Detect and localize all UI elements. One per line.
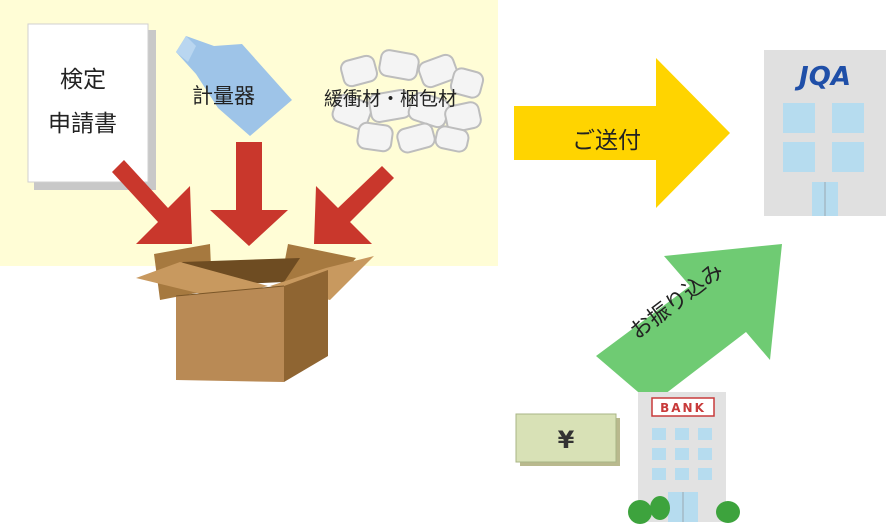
send-arrow xyxy=(514,58,730,208)
arrow-from-meter xyxy=(210,142,288,246)
arrow-from-document xyxy=(112,160,192,244)
document-icon xyxy=(27,23,156,190)
meter-label: 計量器 xyxy=(192,84,255,108)
jqa-logo: JQA xyxy=(794,62,851,92)
yen-symbol: ¥ xyxy=(558,426,575,454)
payment-arrow xyxy=(596,244,782,404)
packing-material-icon xyxy=(331,49,485,154)
arrow-from-packing xyxy=(314,166,394,244)
down-arrows xyxy=(112,142,394,246)
bank-sign: BANK xyxy=(660,401,706,415)
packing-label: 緩衝材・梱包材 xyxy=(324,88,458,110)
bank-building-icon xyxy=(628,392,740,524)
shrubs xyxy=(628,496,740,524)
document-label-line2: 申請書 xyxy=(48,111,117,137)
jqa-building-icon xyxy=(764,50,886,216)
send-arrow-label: ご送付 xyxy=(572,128,641,154)
cardboard-box-icon xyxy=(136,244,374,382)
document-label-line1: 検定 xyxy=(60,67,106,93)
money-bill-icon xyxy=(515,413,620,466)
meter-icon xyxy=(176,36,292,136)
